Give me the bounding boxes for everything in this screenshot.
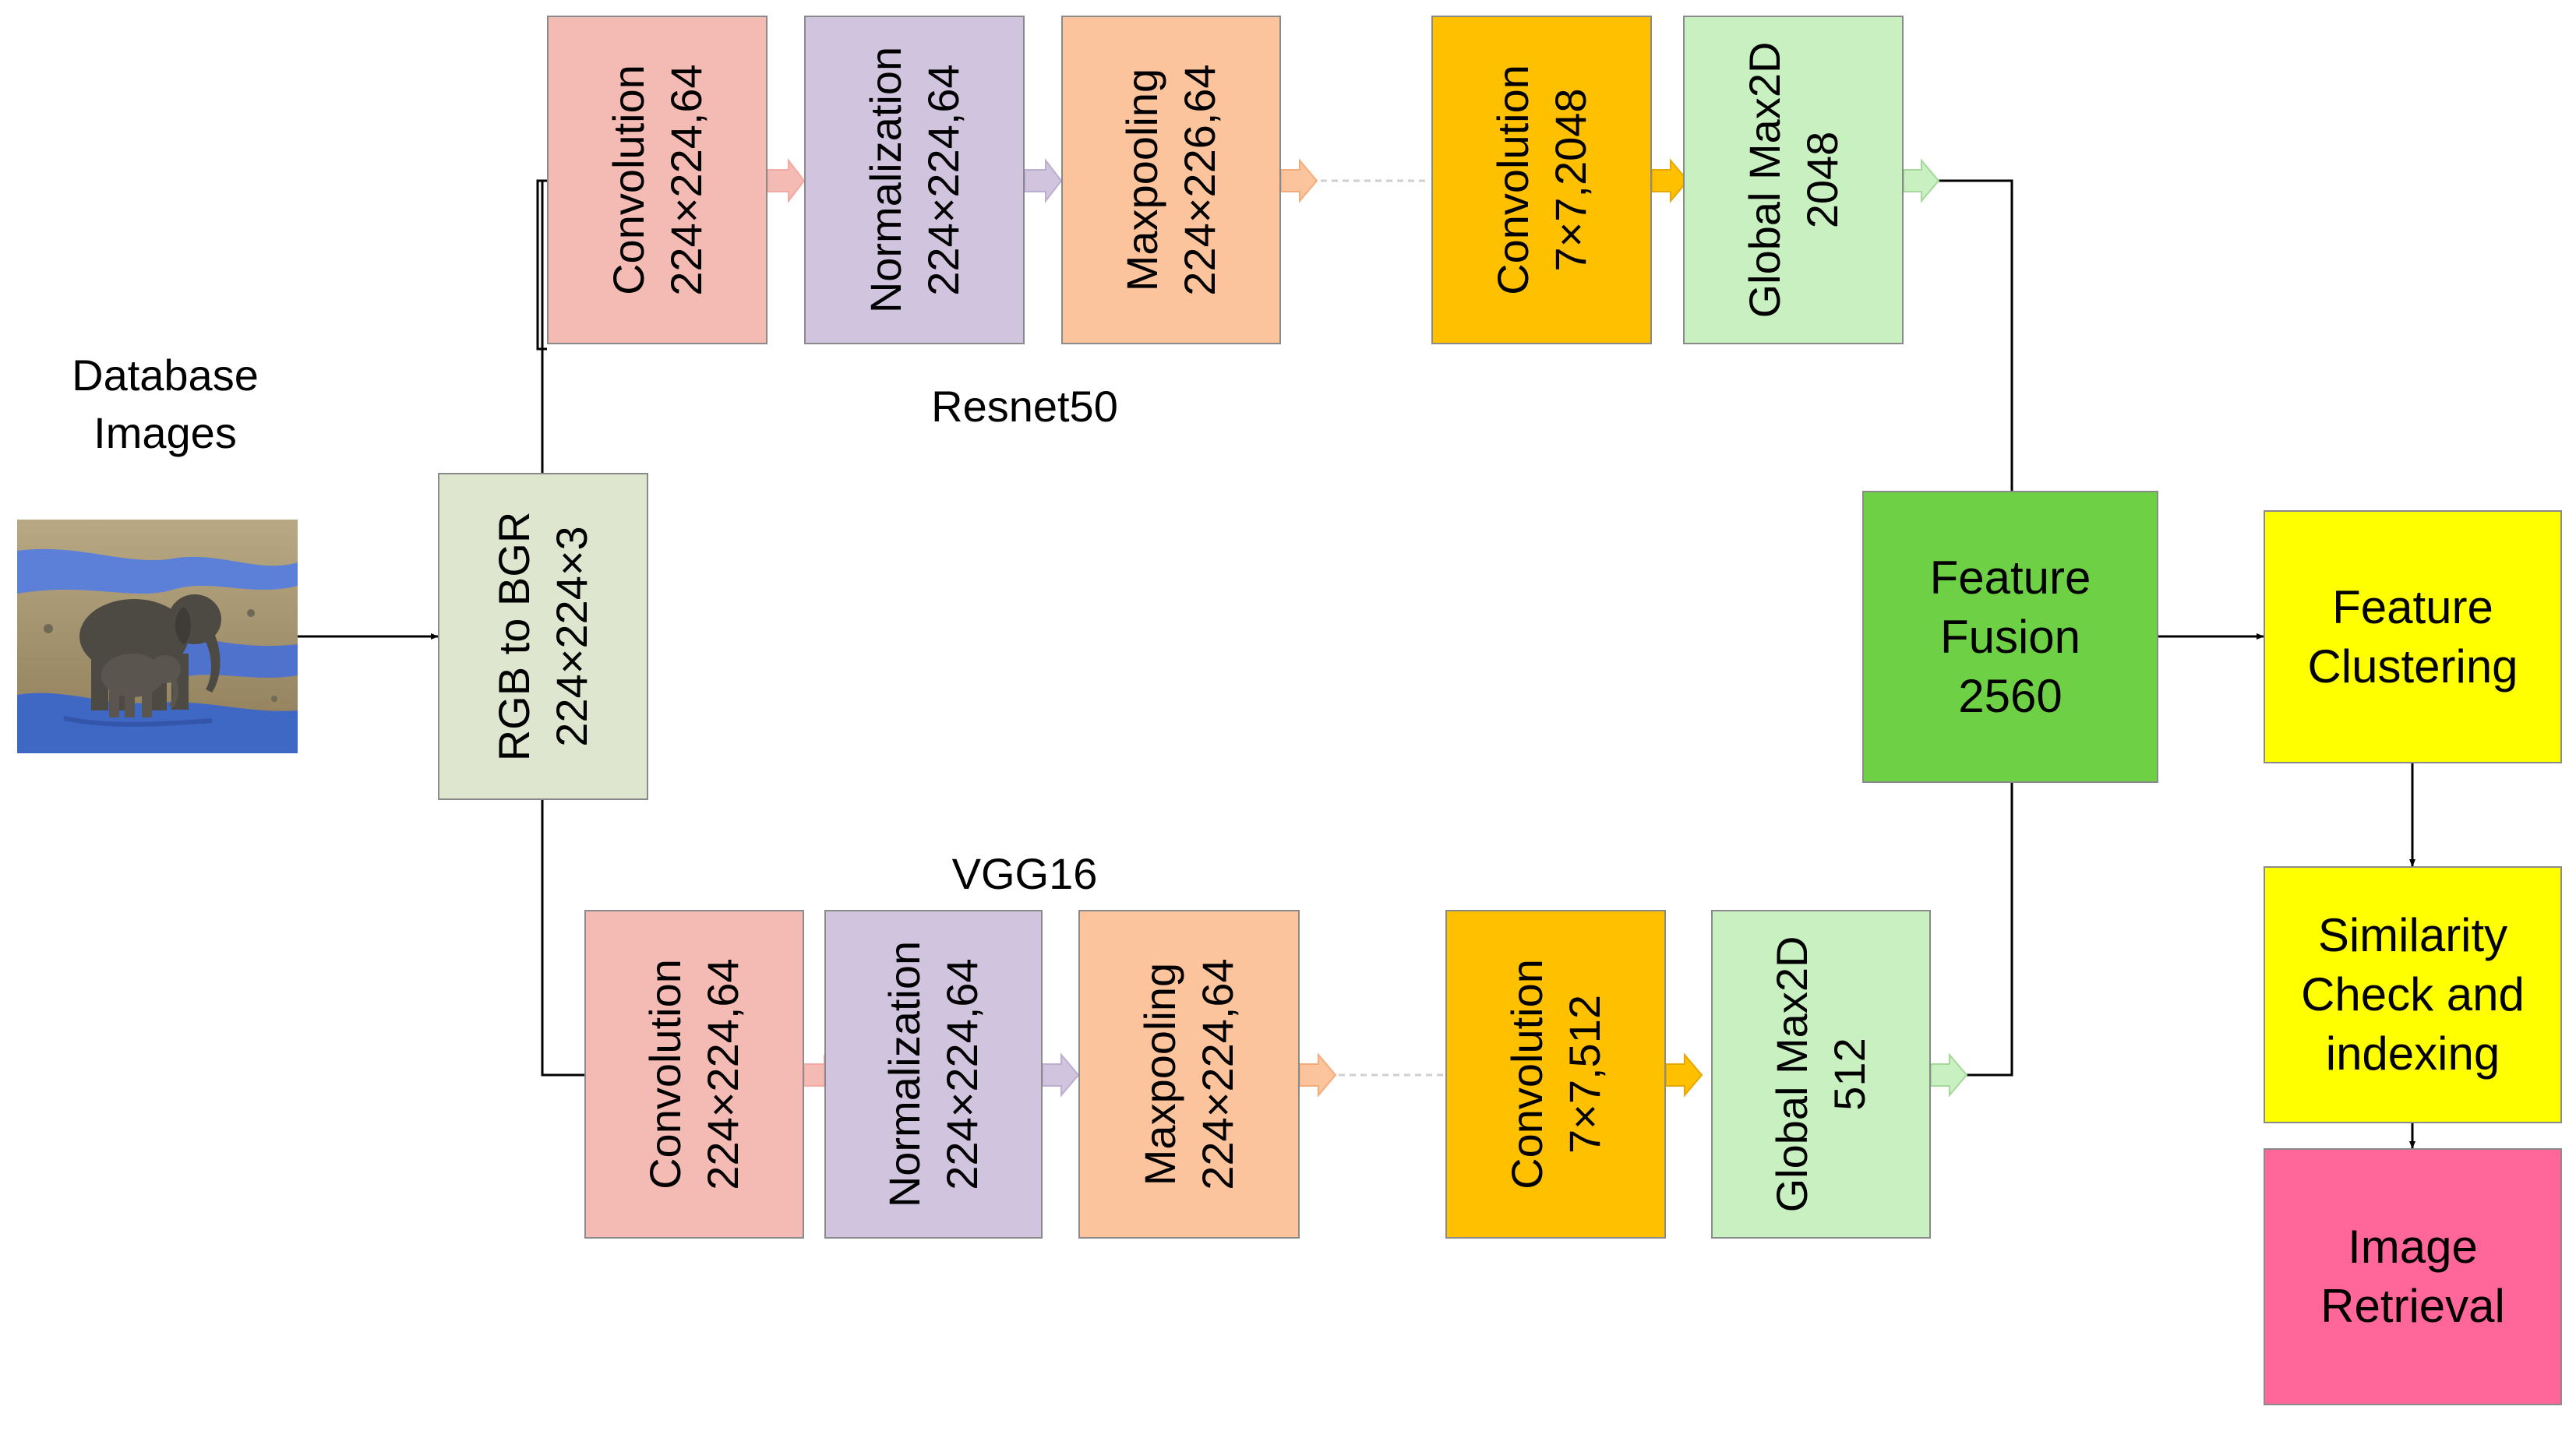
arrow-resnet-2-3 (1024, 158, 1063, 203)
resnet-block-2-line1: Normalization (860, 46, 910, 314)
feature-clustering-block: Feature Clustering (2264, 510, 2562, 763)
line-vgg-to-fusion (1962, 783, 2013, 1077)
vgg-block-global-max2d-label: Global Max2D 512 (1763, 936, 1879, 1213)
input-caption: Database Images (48, 347, 282, 462)
resnet-block-1-line1: Convolution (603, 65, 653, 295)
vgg-block-maxpooling-label: Maxpooling 224×224,64 (1131, 958, 1247, 1190)
resnet-block-normalization-label: Normalization 224×224,64 (857, 47, 972, 313)
preprocess-block: RGB to BGR 224×224×3 (438, 473, 648, 800)
resnet-block-convolution: Convolution 224×224,64 (547, 16, 768, 344)
similarity-line1: Similarity (2317, 909, 2508, 961)
resnet-block-3-line2: 224×226,64 (1175, 64, 1224, 296)
resnet-block-final-convolution: Convolution 7×7,2048 (1431, 16, 1652, 344)
feature-fusion-block: Feature Fusion 2560 (1862, 491, 2158, 783)
resnet-name: Resnet50 (931, 382, 1118, 431)
retrieval-line1: Image (2348, 1221, 2478, 1273)
fusion-line2: Fusion (1939, 610, 2081, 663)
vgg-block-convolution-label: Convolution 224×224,64 (637, 958, 752, 1190)
image-retrieval-block: Image Retrieval (2264, 1148, 2562, 1405)
preprocess-line2: 224×224×3 (547, 526, 596, 747)
resnet-block-normalization: Normalization 224×224,64 (804, 16, 1025, 344)
arrow-resnet-4-5 (1651, 158, 1689, 203)
vgg-block-maxpooling: Maxpooling 224×224,64 (1078, 910, 1300, 1239)
fusion-line1: Feature (1929, 551, 2091, 604)
input-caption-line2: Images (94, 408, 237, 457)
vgg-block-3-line1: Maxpooling (1135, 962, 1184, 1186)
similarity-line3: indexing (2325, 1027, 2500, 1080)
resnet-block-2-line2: 224×224,64 (918, 64, 968, 296)
resnet-block-4-line2: 7×7,2048 (1545, 88, 1595, 272)
vgg-block-4-line2: 7×7,512 (1559, 995, 1609, 1154)
vgg-block-final-convolution-label: Convolution 7×7,512 (1498, 959, 1614, 1190)
similarity-indexing-block: Similarity Check and indexing (2264, 866, 2562, 1123)
arrow-resnet-5-out (1903, 158, 1940, 203)
similarity-line2: Check and (2301, 968, 2525, 1020)
vgg-block-normalization-label: Normalization 224×224,64 (876, 941, 991, 1207)
vgg-block-2-line1: Normalization (880, 940, 929, 1208)
arrow-vgg-4-5 (1665, 1052, 1703, 1098)
resnet-block-5-line2: 2048 (1797, 131, 1847, 229)
arrow-vgg-1-2 (803, 1055, 825, 1087)
arrow-vgg-3-dots (1299, 1052, 1337, 1098)
database-image (17, 520, 298, 753)
arrow-vgg-2-3 (1042, 1052, 1080, 1098)
elephant-photo-illustration (17, 520, 298, 753)
clustering-line1: Feature (2332, 580, 2493, 633)
resnet-block-maxpooling: Maxpooling 224×226,64 (1061, 16, 1281, 344)
line-preprocess-to-vgg (541, 800, 584, 1077)
bracket-resnet (536, 179, 547, 351)
input-caption-line1: Database (72, 351, 259, 400)
resnet-block-5-line1: Global Max2D (1739, 41, 1789, 319)
vgg-block-1-line2: 224×224,64 (698, 958, 747, 1190)
vgg-block-convolution: Convolution 224×224,64 (584, 910, 804, 1239)
arrow-resnet-1-2 (767, 158, 806, 203)
resnet-block-final-convolution-label: Convolution 7×7,2048 (1484, 65, 1600, 295)
resnet-arrows (767, 158, 1940, 203)
vgg-block-global-max2d: Global Max2D 512 (1711, 910, 1931, 1239)
arrow-resnet-3-dots (1280, 158, 1318, 203)
fusion-line3: 2560 (1958, 669, 2063, 722)
preprocess-label: RGB to BGR 224×224×3 (485, 512, 601, 762)
resnet-block-1-line2: 224×224,64 (661, 64, 711, 296)
vgg-block-final-convolution: Convolution 7×7,512 (1445, 910, 1666, 1239)
line-resnet-to-fusion (1934, 179, 2013, 492)
vgg-block-5-line1: Global Max2D (1767, 936, 1816, 1213)
resnet-block-4-line1: Convolution (1487, 65, 1537, 295)
resnet-block-maxpooling-label: Maxpooling 224×226,64 (1113, 64, 1229, 295)
vgg-block-5-line2: 512 (1825, 1038, 1874, 1111)
preprocess-line1: RGB to BGR (489, 511, 538, 762)
vgg-block-2-line2: 224×224,64 (937, 958, 986, 1190)
vgg-block-normalization: Normalization 224×224,64 (824, 910, 1043, 1239)
resnet-block-convolution-label: Convolution 224×224,64 (600, 64, 715, 295)
arrow-vgg-5-out (1930, 1052, 1968, 1098)
resnet-block-global-max2d: Global Max2D 2048 (1683, 16, 1904, 344)
retrieval-line2: Retrieval (2320, 1280, 2505, 1332)
resnet-block-global-max2d-label: Global Max2D 2048 (1736, 42, 1851, 319)
resnet-block-3-line1: Maxpooling (1117, 68, 1166, 292)
vgg-block-3-line2: 224×224,64 (1193, 958, 1242, 1190)
vgg-name: VGG16 (951, 849, 1098, 898)
vgg-block-1-line1: Convolution (640, 959, 690, 1190)
vgg-block-4-line1: Convolution (1501, 959, 1551, 1190)
clustering-line2: Clustering (2307, 640, 2518, 693)
